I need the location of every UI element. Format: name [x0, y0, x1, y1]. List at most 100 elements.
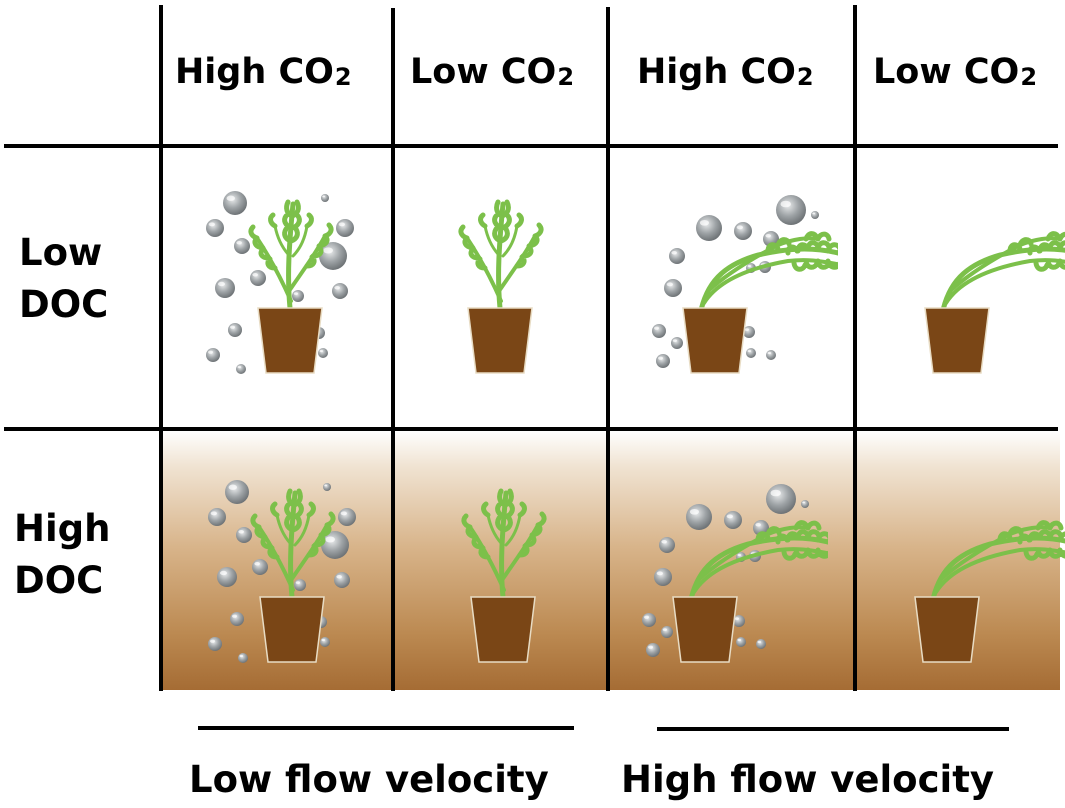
bubble-icon	[811, 211, 819, 219]
row-label-low-doc-line2: DOC	[19, 283, 109, 326]
grid-line-vertical-1	[159, 5, 163, 691]
bubble-icon	[746, 348, 756, 358]
bubble-icon	[319, 242, 347, 270]
cell-high-doc-high-flow-low-co2	[860, 437, 1065, 687]
bubble-icon	[323, 483, 331, 491]
bubble-icon	[766, 484, 796, 514]
bubble-icon	[766, 350, 776, 360]
bubble-icon	[234, 238, 250, 254]
cell-high-doc-low-flow-high-co2	[177, 437, 387, 687]
bubble-icon	[294, 579, 306, 591]
bubble-icon	[292, 290, 304, 302]
bubble-icon	[686, 504, 712, 530]
bubble-icon	[321, 531, 349, 559]
column-header-4: Low CO2	[873, 52, 1037, 92]
cell-low-doc-high-flow-high-co2	[628, 148, 838, 398]
pot-icon	[470, 596, 536, 663]
bubble-icon	[733, 615, 745, 627]
bubble-icon	[228, 323, 242, 337]
bubble-icon	[671, 337, 683, 349]
cell-low-doc-low-flow-low-co2	[385, 148, 595, 398]
plant-icon	[939, 231, 1065, 318]
cell-high-doc-high-flow-high-co2	[618, 437, 828, 687]
column-header-1-text: High CO	[175, 52, 334, 92]
bubble-icon	[320, 637, 330, 647]
bubble-icon	[654, 568, 672, 586]
bubble-icon	[756, 639, 766, 649]
column-header-2: Low CO2	[410, 52, 574, 92]
cell-high-doc-low-flow-low-co2	[388, 437, 598, 687]
plant-icon	[248, 199, 334, 311]
bubble-icon	[338, 508, 356, 526]
plant-icon	[929, 520, 1065, 607]
bubble-icon	[217, 567, 237, 587]
bubble-icon	[238, 653, 248, 663]
bubble-icon	[734, 222, 752, 240]
cell-low-doc-low-flow-high-co2	[175, 148, 385, 398]
row-label-high-doc-line1: High	[14, 507, 111, 550]
bubble-icon	[736, 637, 746, 647]
bubble-icon	[236, 527, 252, 543]
plant-icon	[697, 231, 838, 318]
column-header-2-text: Low CO	[410, 52, 557, 92]
low-flow-group-bar	[198, 726, 574, 730]
row-label-low-doc: Low DOC	[19, 227, 108, 331]
bubble-icon	[724, 511, 742, 529]
bubble-icon	[743, 326, 755, 338]
column-header-3: High CO2	[637, 52, 814, 92]
pot-icon	[682, 307, 748, 374]
bubble-icon	[336, 219, 354, 237]
column-header-3-subscript: 2	[796, 63, 814, 91]
pot-icon	[924, 307, 990, 374]
pot-icon	[259, 596, 325, 663]
bubble-icon	[801, 500, 809, 508]
plant-icon	[250, 488, 336, 600]
bubble-icon	[206, 219, 224, 237]
row-label-high-doc-line2: DOC	[14, 559, 104, 602]
grid-line-vertical-3	[606, 7, 610, 691]
plant-icon	[687, 520, 828, 607]
pot-icon	[914, 596, 980, 663]
grid-line-vertical-4	[853, 5, 857, 691]
high-flow-group-bar	[657, 727, 1009, 731]
grid-line-horizontal-middle	[4, 427, 1058, 431]
row-label-low-doc-line1: Low	[19, 231, 103, 274]
bubble-icon	[646, 643, 660, 657]
bubble-icon	[208, 637, 222, 651]
plant-icon	[458, 199, 544, 311]
bubble-icon	[332, 283, 348, 299]
bubble-icon	[208, 508, 226, 526]
bubble-icon	[776, 195, 806, 225]
high-flow-velocity-label: High flow velocity	[621, 758, 994, 801]
low-flow-velocity-label: Low flow velocity	[189, 758, 549, 801]
column-header-3-text: High CO	[637, 52, 796, 92]
cell-low-doc-high-flow-low-co2	[870, 148, 1065, 398]
bubble-icon	[252, 559, 268, 575]
bubble-icon	[225, 480, 249, 504]
bubble-icon	[652, 324, 666, 338]
bubble-icon	[659, 537, 675, 553]
bubble-icon	[656, 354, 670, 368]
column-header-1: High CO2	[175, 52, 352, 92]
bubble-icon	[664, 279, 682, 297]
grid-line-vertical-2	[391, 8, 395, 691]
bubble-icon	[236, 364, 246, 374]
column-header-4-text: Low CO	[873, 52, 1020, 92]
pot-icon	[467, 307, 533, 374]
pot-icon	[672, 596, 738, 663]
column-header-4-subscript: 2	[1020, 63, 1038, 91]
bubble-icon	[669, 248, 685, 264]
bubble-icon	[321, 194, 329, 202]
bubble-icon	[318, 348, 328, 358]
bubble-icon	[334, 572, 350, 588]
column-header-1-subscript: 2	[334, 63, 352, 91]
bubble-icon	[230, 612, 244, 626]
bubble-icon	[696, 215, 722, 241]
plant-icon	[461, 488, 547, 600]
bubble-icon	[661, 626, 673, 638]
bubble-icon	[223, 191, 247, 215]
bubble-icon	[215, 278, 235, 298]
grid-line-horizontal-top	[4, 144, 1058, 148]
bubble-icon	[642, 613, 656, 627]
pot-icon	[257, 307, 323, 374]
